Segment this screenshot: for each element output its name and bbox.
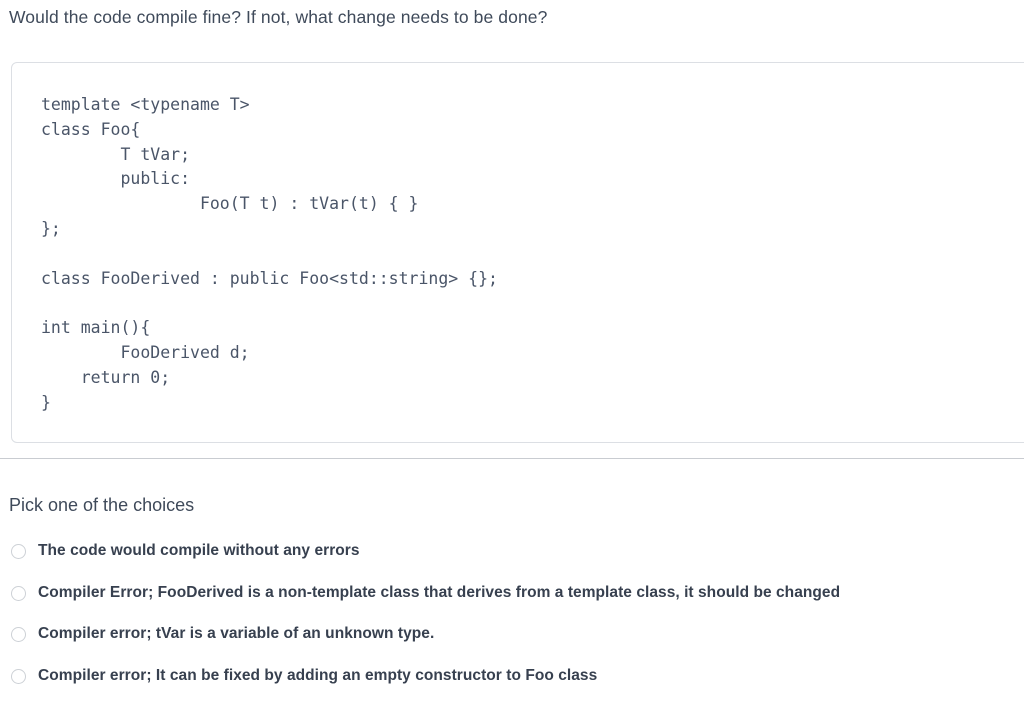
question-prompt: Would the code compile fine? If not, wha… [9,5,547,29]
radio-button-icon-1[interactable] [11,544,26,559]
code-snippet: template <typename T> class Foo{ T tVar;… [41,93,498,415]
radio-button-icon-2[interactable] [11,586,26,601]
choice-option-2[interactable]: Compiler Error; FooDerived is a non-temp… [0,580,1024,622]
radio-button-icon-3[interactable] [11,627,26,642]
choices-list: The code would compile without any error… [0,538,1024,704]
code-snippet-card: template <typename T> class Foo{ T tVar;… [11,62,1024,443]
radio-button-icon-4[interactable] [11,669,26,684]
choice-option-4[interactable]: Compiler error; It can be fixed by addin… [0,663,1024,704]
choice-label-3: Compiler error; tVar is a variable of an… [38,621,434,647]
choice-option-1[interactable]: The code would compile without any error… [0,538,1024,580]
section-divider [0,458,1024,459]
choice-option-3[interactable]: Compiler error; tVar is a variable of an… [0,621,1024,663]
choice-label-2: Compiler Error; FooDerived is a non-temp… [38,580,840,606]
choices-heading: Pick one of the choices [9,493,194,518]
choice-label-4: Compiler error; It can be fixed by addin… [38,663,597,689]
choice-label-1: The code would compile without any error… [38,538,360,564]
